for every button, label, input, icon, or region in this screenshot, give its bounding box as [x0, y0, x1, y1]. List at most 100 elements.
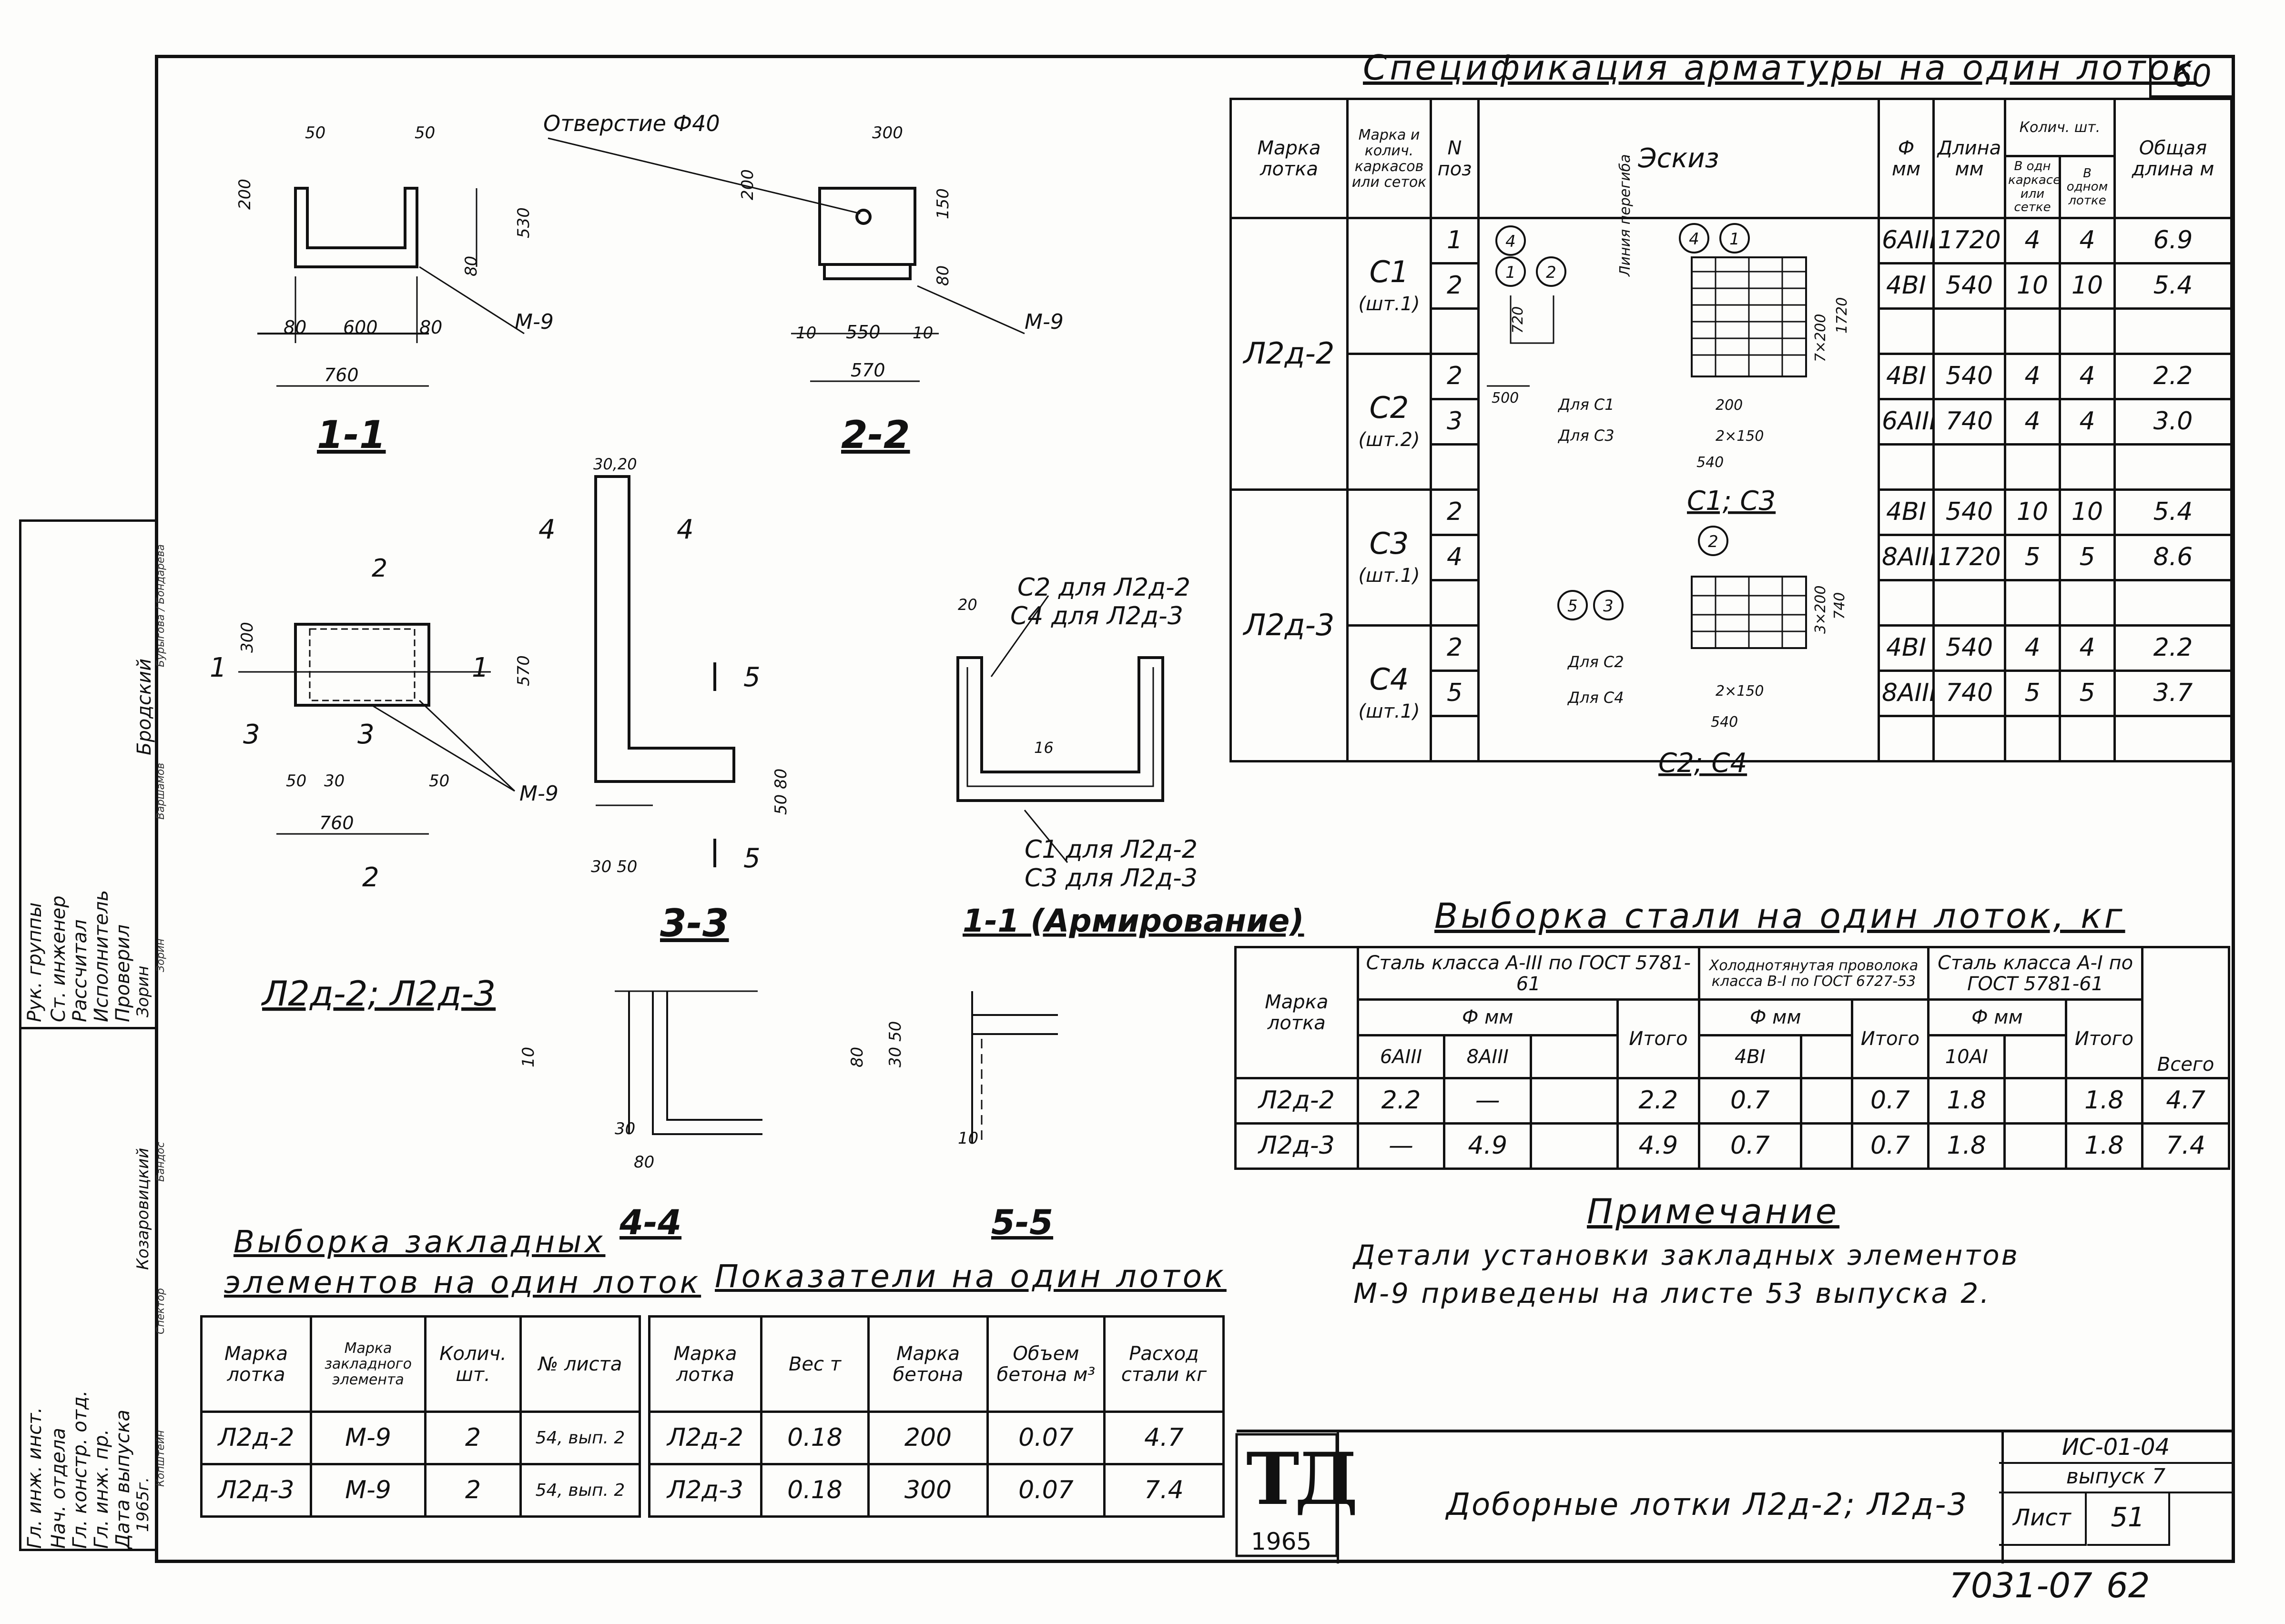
spec-table: Марка лотка Марка и колич. каркасов или … [1229, 98, 2233, 762]
spec-cell-qa: 10 [2004, 262, 2061, 310]
spec-cell-qa: 4 [2004, 217, 2061, 264]
list-label: Лист [1999, 1492, 2087, 1546]
steel-h-empty [2003, 1034, 2067, 1079]
stamp-name2-2: Бандос [155, 1142, 167, 1182]
spec-cell-empty [2113, 579, 2233, 627]
dim-530: 530 [514, 207, 533, 238]
spec-cell-len: 540 [1932, 262, 2006, 310]
spec-cell-empty [2004, 579, 2061, 627]
spec-cell-empty [1878, 715, 1935, 762]
steel-cell-empty [1799, 1077, 1853, 1125]
stamp-name2-4: Копштейн [155, 1430, 167, 1487]
cut-mark-1-left: 1 [210, 652, 227, 683]
cut-mark-4-a: 4 [538, 514, 556, 545]
dim-50-c: 50 [286, 771, 306, 791]
ind-cell: 4.7 [1103, 1411, 1225, 1465]
spec-cell-qb: 10 [2059, 488, 2116, 536]
spec-cell-len: 540 [1932, 353, 2006, 400]
dim-200-a: 200 [235, 179, 254, 210]
steel-table: Марка лотка Сталь класса А-III по ГОСТ 5… [1234, 946, 2230, 1170]
m9-label-2: М-9 [1025, 310, 1064, 334]
stamp-role2-4: Гл. инж. пр. [91, 1429, 112, 1549]
stamp-name-3: Бурыгова / Бондарева [155, 544, 167, 667]
ind-cell: 0.07 [986, 1463, 1106, 1518]
title-block: ТД 1965 Доборные лотки Л2д-2; Л2д-3 ИС-0… [1237, 1430, 2233, 1563]
stamp-lower: Гл. инж. инст. Нач. отдела Гл. констр. о… [21, 1027, 157, 1553]
spec-cell-empty [2113, 307, 2233, 355]
spec-cell-qa: 4 [2004, 624, 2061, 672]
spec-cell-empty [2004, 443, 2061, 491]
steel-cell: 7.4 [2141, 1122, 2230, 1170]
spec-cell-qb: 4 [2059, 353, 2116, 400]
sheet-title: Доборные лотки Л2д-2; Л2д-3 [1446, 1487, 1969, 1522]
dim-10-b: 10 [913, 324, 933, 343]
dim-300-b: 300 [238, 622, 257, 653]
steel-h-all: Всего [2157, 1054, 2214, 1076]
spec-cell-empty [2059, 715, 2116, 762]
steel-h-dia-2: Ф мм [1697, 998, 1853, 1036]
spec-cell-len: 1720 [1932, 534, 2006, 581]
spec-cell-pos: 2 [1430, 624, 1480, 672]
signature-stamp: Рук. группы Ст. инженер Рассчитал Исполн… [19, 519, 157, 1551]
dim-10-d: 10 [958, 1129, 978, 1148]
note-title: Примечание [1587, 1191, 1840, 1231]
cut-mark-3-left: 3 [243, 719, 260, 750]
embedded-title-1: Выборка закладных [234, 1225, 606, 1260]
steel-cell-empty [1530, 1077, 1619, 1125]
spec-cell-qb: 4 [2059, 624, 2116, 672]
stamp-role-1: Рук. группы [24, 902, 46, 1022]
steel-cell: 0.7 [1697, 1077, 1802, 1125]
spec-h-qty-b: В одном лотке [2059, 155, 2116, 219]
steel-cell: 1.8 [1927, 1122, 2006, 1170]
steel-cell: — [1356, 1122, 1446, 1170]
embedded-table: Марка лотка Марка закладного элемента Ко… [200, 1315, 641, 1518]
spec-cell-dia: 8АIII [1878, 534, 1935, 581]
ind-cell: 200 [867, 1411, 989, 1465]
cut-mark-3-mid: 3 [357, 719, 375, 750]
emb-h-sheet: № листа [519, 1315, 641, 1413]
ind-h-mark: Марка лотка [648, 1315, 762, 1413]
spec-h-qty-a: В одн каркасе или сетке [2004, 155, 2061, 219]
spec-mesh-c1-qty: (шт.1) [1358, 293, 1420, 315]
dim-30-b: 30 [615, 1119, 635, 1138]
steel-cell-empty [2003, 1122, 2067, 1170]
spec-cell-pos: 2 [1430, 353, 1480, 400]
steel-cell-empty [1799, 1122, 1853, 1170]
spec-cell-total: 6.9 [2113, 217, 2233, 264]
spec-cell-empty [2004, 307, 2061, 355]
spec-mesh-c3: С3(шт.1) [1346, 488, 1432, 627]
ind-cell: Л2д-2 [648, 1411, 762, 1465]
steel-h-g1: Сталь класса А-III по ГОСТ 5781-61 [1356, 946, 1700, 1001]
note-line-2: М-9 приведены на листе 53 выпуска 2. [1353, 1277, 1991, 1309]
dim-80-c: 80 [419, 317, 442, 338]
dim-150: 150 [934, 188, 953, 219]
spec-h-pos: N поз [1430, 98, 1480, 219]
spec-mesh-c1-name: С1 [1369, 254, 1409, 290]
spec-cell-pos: 4 [1430, 534, 1480, 581]
steel-h-g2: Холоднотянутая проволока класса В-I по Г… [1697, 946, 1930, 1001]
spec-mark-l2d2: Л2д-2 [1229, 217, 1349, 491]
spec-mesh-c3-qty: (шт.1) [1358, 564, 1420, 587]
spec-cell-empty [1878, 579, 1935, 627]
embedded-title-2: элементов на один лоток [224, 1265, 701, 1300]
steel-cell: 2.2 [1356, 1077, 1446, 1125]
spec-cell-len: 540 [1932, 488, 2006, 536]
steel-table-title: Выборка стали на один лоток, кг [1434, 896, 2125, 936]
spec-cell-empty [2059, 579, 2116, 627]
spec-sketch-area-1 [1477, 217, 1880, 490]
stamp-role2-5: Дата выпуска [112, 1410, 134, 1549]
dim-300-a: 300 [872, 123, 903, 142]
spec-cell-dia: 4ВI [1878, 262, 1935, 310]
stamp-name2-3: Спектор [155, 1288, 167, 1334]
steel-h-6a3: 6АIII [1356, 1034, 1446, 1079]
dim-30-a: 30 [324, 771, 345, 791]
spec-cell-len: 740 [1932, 670, 2006, 717]
dim-50-b: 50 [415, 123, 435, 142]
spec-cell-len: 740 [1932, 398, 2006, 446]
ind-cell: 7.4 [1103, 1463, 1225, 1518]
section-3-3-title: 3-3 [660, 901, 729, 945]
steel-cell: 0.7 [1697, 1122, 1802, 1170]
dim-20-a: 20 [958, 596, 977, 614]
spec-mesh-c2: С2(шт.2) [1346, 353, 1432, 491]
section-1-1-title: 1-1 [317, 413, 386, 457]
